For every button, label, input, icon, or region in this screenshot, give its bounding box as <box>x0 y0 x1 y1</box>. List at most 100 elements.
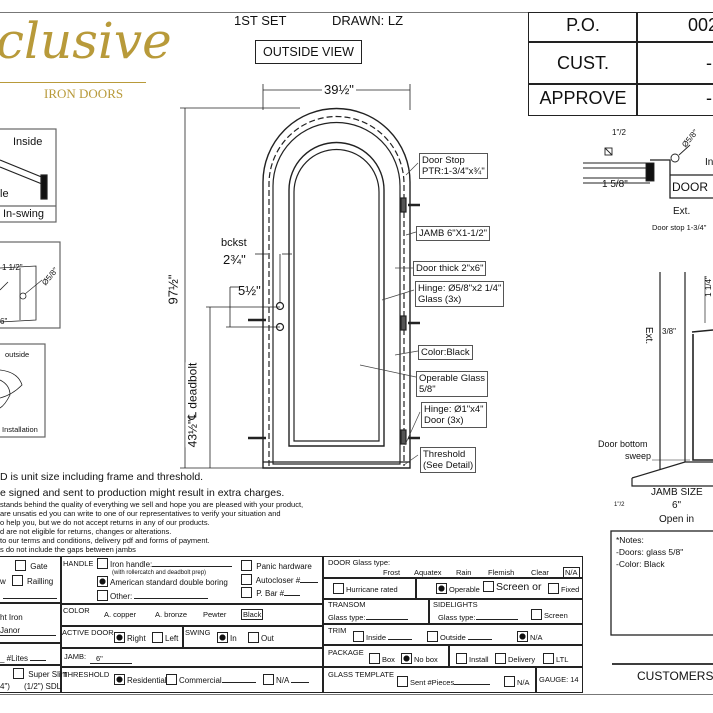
checkbox-checked[interactable] <box>436 583 447 594</box>
pbar-option[interactable]: P. Bar # <box>238 587 301 598</box>
gate-option[interactable]: Gate <box>12 560 48 571</box>
four-label: 4") <box>0 682 10 691</box>
package-nobox-option[interactable]: No box <box>398 653 438 664</box>
checkbox[interactable] <box>97 590 108 601</box>
checkbox[interactable] <box>397 676 408 687</box>
threshold-na-option[interactable]: N/A <box>260 674 310 685</box>
checkbox-checked[interactable] <box>97 576 108 587</box>
autocloser-option[interactable]: Autocloser # <box>238 574 319 585</box>
checkbox[interactable] <box>548 583 559 594</box>
glass-rain[interactable]: Rain <box>456 568 472 577</box>
active-right-option[interactable]: Right <box>111 632 146 643</box>
terms-line: d are not eligible for returns, changes … <box>0 527 172 536</box>
option-label: Iron handle: <box>110 560 153 569</box>
threshold-residential-option[interactable]: Residential <box>111 674 167 685</box>
checkbox[interactable] <box>15 560 26 571</box>
checkbox-checked[interactable] <box>517 631 528 642</box>
callout-text: PTR:1-3/4"x¾" <box>422 166 485 177</box>
option-label: Delivery <box>508 655 536 664</box>
callout-text: (See Detail) <box>423 460 474 471</box>
checkbox[interactable] <box>427 631 438 642</box>
american-option[interactable]: American standard double boring <box>94 576 228 587</box>
fixed-option[interactable]: Fixed <box>545 583 579 594</box>
color-black-selected[interactable]: Black <box>241 609 264 620</box>
glass-flemish[interactable]: Flemish <box>488 568 515 577</box>
other-option[interactable]: Other: <box>94 590 209 601</box>
trim-outside-option[interactable]: Outside <box>424 631 492 642</box>
lites-text: #Lites <box>6 654 29 663</box>
checkbox[interactable] <box>241 560 252 571</box>
template-na-option[interactable]: N/A <box>501 676 530 687</box>
hinge-dim-1: 1 1/2" <box>2 263 23 272</box>
checkbox[interactable] <box>241 574 252 585</box>
package-box-option[interactable]: Box <box>366 653 395 664</box>
dimension-lines <box>180 84 411 469</box>
iron-handle-option[interactable]: Iron handle: <box>94 558 233 569</box>
backset-label: bckst <box>221 237 247 249</box>
checkbox[interactable] <box>152 632 163 643</box>
checkbox[interactable] <box>263 674 274 685</box>
checkbox[interactable] <box>531 609 542 620</box>
trim-na-option[interactable]: N/A <box>514 631 543 642</box>
checkbox[interactable] <box>504 676 515 687</box>
checkbox-checked[interactable] <box>401 653 412 664</box>
checkbox[interactable] <box>456 653 467 664</box>
option-label: LTL <box>556 655 569 664</box>
field-label: Glass type: <box>438 613 476 622</box>
package-ltl-option[interactable]: LTL <box>540 653 568 664</box>
glass-clear[interactable]: Clear <box>531 568 549 577</box>
color-bronze[interactable]: A. bronze <box>155 610 188 619</box>
swing-out-option[interactable]: Out <box>245 632 274 643</box>
checkbox[interactable] <box>11 575 23 586</box>
threshold-commercial-option[interactable]: Commercial <box>163 674 256 685</box>
checkbox[interactable] <box>13 668 24 679</box>
package-install-option[interactable]: Install <box>453 653 489 664</box>
operable-option[interactable]: Operable <box>433 583 480 594</box>
option-label: Inside <box>366 633 387 642</box>
option-label: No box <box>414 655 438 664</box>
option-label: w <box>0 577 6 586</box>
swing-in-option[interactable]: In <box>214 632 237 643</box>
option-label: Panic hardware <box>256 562 312 571</box>
checkbox[interactable] <box>241 587 252 598</box>
blank-line <box>3 598 57 599</box>
active-left-option[interactable]: Left <box>149 632 178 643</box>
panic-option[interactable]: Panic hardware <box>238 560 312 571</box>
option-label: In <box>230 634 237 643</box>
screen-option[interactable]: Screen <box>528 609 568 620</box>
sidelights-glass-type[interactable]: Glass type: <box>438 611 518 622</box>
template-sent-option[interactable]: Sent #Pieces <box>394 676 491 687</box>
checkbox[interactable] <box>97 558 108 569</box>
transom-glass-type[interactable]: Glass type: <box>328 611 408 622</box>
checkbox[interactable] <box>543 653 554 664</box>
checkbox[interactable] <box>353 631 364 642</box>
screen-or-option[interactable]: Screen or <box>480 581 542 593</box>
checkbox[interactable] <box>333 583 344 594</box>
glass-na-selected[interactable]: N/A <box>563 567 580 578</box>
set-label: 1ST SET <box>234 13 287 28</box>
trim-inside-option[interactable]: Inside <box>350 631 413 642</box>
color-pewter[interactable]: Pewter <box>203 610 227 619</box>
checkbox[interactable] <box>369 653 380 664</box>
approve-value: - <box>706 88 712 108</box>
jamb-top-detail <box>583 144 713 199</box>
glass-aquatex[interactable]: Aquatex <box>414 568 442 577</box>
checkbox-checked[interactable] <box>114 674 125 685</box>
super-slim-option[interactable]: Super Slim <box>10 668 67 679</box>
option-label: Other: <box>110 592 133 601</box>
jamb-value[interactable]: 6" <box>90 654 132 664</box>
checkbox-checked[interactable] <box>114 632 125 643</box>
checkbox[interactable] <box>248 632 259 643</box>
glass-template-label: GLASS TEMPLATE <box>328 670 394 679</box>
checkbox[interactable] <box>166 674 177 685</box>
railing-option[interactable]: w Railling <box>0 575 53 586</box>
checkbox[interactable] <box>495 653 506 664</box>
detail-stop: Door stop 1-3/4" <box>652 223 707 232</box>
callout-text: Hinge: Ø5/8"x2 1/4" <box>418 283 502 294</box>
color-copper[interactable]: A. copper <box>104 610 137 619</box>
package-delivery-option[interactable]: Delivery <box>492 653 535 664</box>
checkbox[interactable] <box>483 581 494 592</box>
checkbox-checked[interactable] <box>217 632 228 643</box>
hurricane-option[interactable]: Hurricane rated <box>330 583 398 594</box>
glass-frost[interactable]: Frost <box>383 568 401 577</box>
